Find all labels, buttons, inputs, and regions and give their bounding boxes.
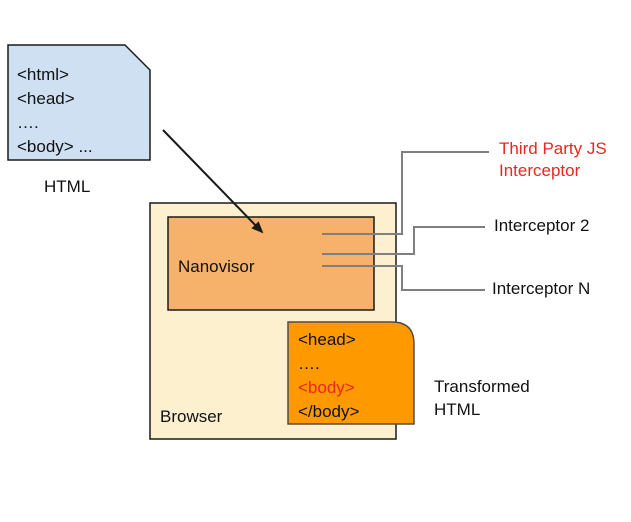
interceptor-n-label: Interceptor N (492, 278, 590, 300)
interceptor-third-party-label: Third Party JS Interceptor (499, 138, 607, 182)
html-code-line: <head> (17, 89, 75, 108)
connector-interceptor-2 (322, 226, 485, 255)
interceptor-label-line: Interceptor (499, 161, 581, 180)
transformed-caption-line2: HTML (434, 400, 481, 419)
connector-third-party (322, 151, 489, 235)
html-code-line: …. (17, 113, 39, 132)
nanovisor-label: Nanovisor (178, 257, 255, 276)
transformed-code-line-highlight: <body> (298, 378, 355, 397)
interceptor-label-line: Interceptor 2 (494, 216, 590, 235)
html-code-line: <body> ... (17, 137, 93, 156)
interceptor-label-line: Third Party JS (499, 139, 607, 158)
html-caption: HTML (44, 177, 91, 196)
load-arrow (162, 129, 264, 234)
interceptor-label-line: Interceptor N (492, 279, 591, 298)
html-document-shape (7, 44, 151, 161)
transformed-code-line: …. (298, 354, 320, 373)
transformed-code-line: <head> (298, 330, 356, 349)
nanovisor-box (167, 216, 375, 311)
html-document-code: <html> <head> …. <body> ... (17, 63, 93, 159)
html-code-line: <html> (17, 65, 69, 84)
transformed-document-code: <head> …. <body> </body> (298, 328, 359, 424)
transformed-code-line: </body> (298, 402, 360, 421)
browser-label: Browser (160, 407, 223, 426)
interceptor-2-label: Interceptor 2 (494, 215, 589, 237)
transformed-document-shape (287, 321, 415, 425)
transformed-caption-line1: Transformed (434, 377, 530, 396)
connector-interceptor-n (322, 265, 485, 291)
